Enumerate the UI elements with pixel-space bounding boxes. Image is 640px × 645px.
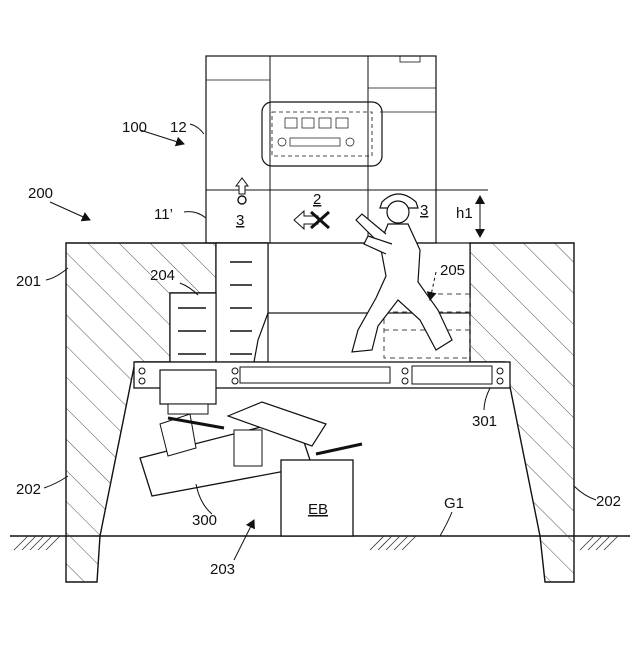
label-201: 201 <box>16 273 41 290</box>
label-202-right: 202 <box>596 493 621 510</box>
arrow-up-icon <box>236 178 248 204</box>
label-300: 300 <box>192 512 217 529</box>
label-12: 12 <box>170 119 187 136</box>
label-11-prime: 11’ <box>154 206 173 223</box>
label-202-left: 202 <box>16 481 41 498</box>
label-3-right: 3 <box>420 202 428 219</box>
label-200: 200 <box>28 185 53 202</box>
label-EB: EB <box>308 501 328 518</box>
ground <box>10 536 630 550</box>
label-204: 204 <box>150 267 175 284</box>
label-203: 203 <box>210 561 235 578</box>
label-h1: h1 <box>456 205 473 222</box>
label-2: 2 <box>313 191 321 208</box>
label-G1: G1 <box>444 495 464 512</box>
label-301: 301 <box>472 413 497 430</box>
label-3-left: 3 <box>236 212 244 229</box>
label-100: 100 <box>122 119 147 136</box>
label-205: 205 <box>440 262 465 279</box>
